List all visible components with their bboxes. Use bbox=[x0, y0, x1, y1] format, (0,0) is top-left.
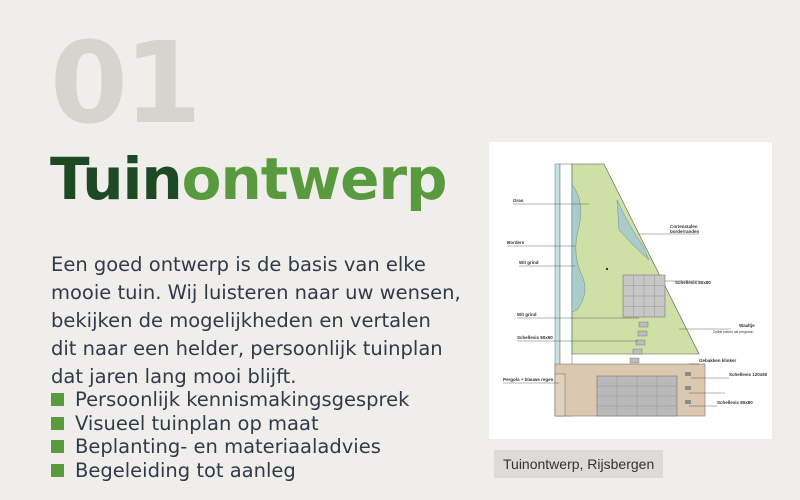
label-borders: Borders bbox=[507, 240, 525, 245]
feature-label: Visueel tuinplan op maat bbox=[75, 411, 319, 435]
list-item: Visueel tuinplan op maat bbox=[51, 412, 409, 436]
feature-label: Beplanting- en materiaaladvies bbox=[75, 435, 381, 459]
label-waaltje: Waaltje bbox=[739, 323, 755, 328]
bullet-square-icon bbox=[51, 440, 64, 454]
label-cortenstalen: Cortenstalen bbox=[670, 224, 698, 229]
plan-tree-dot bbox=[605, 267, 609, 271]
feature-list: Persoonlijk kennismakingsgesprek Visueel… bbox=[51, 388, 409, 482]
label-schellevis-60: Schellevis 60x60 bbox=[517, 335, 553, 340]
intro-paragraph: Een goed ontwerp is de basis van elke mo… bbox=[51, 252, 461, 388]
label-gras: Gras bbox=[513, 198, 524, 203]
bullet-square-icon bbox=[51, 393, 64, 407]
page-title: Tuinontwerp bbox=[50, 150, 448, 208]
plan-leader-lines bbox=[503, 203, 731, 407]
list-item: Beplanting- en materiaaladvies bbox=[51, 435, 409, 459]
garden-plan-drawing: Gras Borders Wit grind Wit grind Schelle… bbox=[503, 163, 768, 417]
plan-border-right bbox=[616, 199, 650, 261]
feature-label: Begeleiding tot aanleg bbox=[75, 458, 296, 482]
label-gebakken-klinker: Gebakken klinker bbox=[699, 358, 737, 363]
plan-step bbox=[685, 372, 691, 376]
label-wit-grind: Wit grind bbox=[519, 260, 539, 265]
label-wit-grind-2: Wit grind bbox=[517, 312, 537, 317]
plan-step bbox=[685, 386, 691, 390]
label-schellevis-80-top: Schellevis 80x80 bbox=[675, 280, 711, 285]
label-pergola: Pergola + blauwe regen bbox=[503, 377, 554, 382]
label-schellevis-120: Schellevis 120x60 bbox=[729, 372, 768, 377]
title-part-ontwerp: ontwerp bbox=[181, 145, 448, 213]
plan-step bbox=[685, 400, 691, 404]
plan-border-left bbox=[571, 183, 586, 313]
label-waaltje-sub: Zelfde patern als pergotuin bbox=[713, 330, 753, 334]
feature-label: Persoonlijk kennismakingsgesprek bbox=[75, 388, 410, 412]
plan-pergola bbox=[554, 373, 566, 417]
list-item: Persoonlijk kennismakingsgesprek bbox=[51, 388, 409, 412]
bullet-square-icon bbox=[51, 416, 64, 430]
plan-lawn bbox=[571, 163, 700, 355]
label-borderranden: borderranden bbox=[670, 229, 700, 234]
plan-stepping-stones bbox=[629, 321, 649, 364]
garden-plan-image: Gras Borders Wit grind Wit grind Schelle… bbox=[489, 142, 772, 439]
title-part-tuin: Tuin bbox=[50, 145, 183, 213]
plan-terrace-grid bbox=[597, 376, 677, 416]
bullet-square-icon bbox=[51, 463, 64, 477]
section-number: 01 bbox=[50, 19, 202, 149]
list-item: Begeleiding tot aanleg bbox=[51, 459, 409, 483]
image-caption: Tuinontwerp, Rijsbergen bbox=[494, 450, 664, 478]
label-schellevis-80-bottom: Schellevis 80x80 bbox=[717, 400, 753, 405]
plan-paving-grid bbox=[623, 275, 665, 317]
